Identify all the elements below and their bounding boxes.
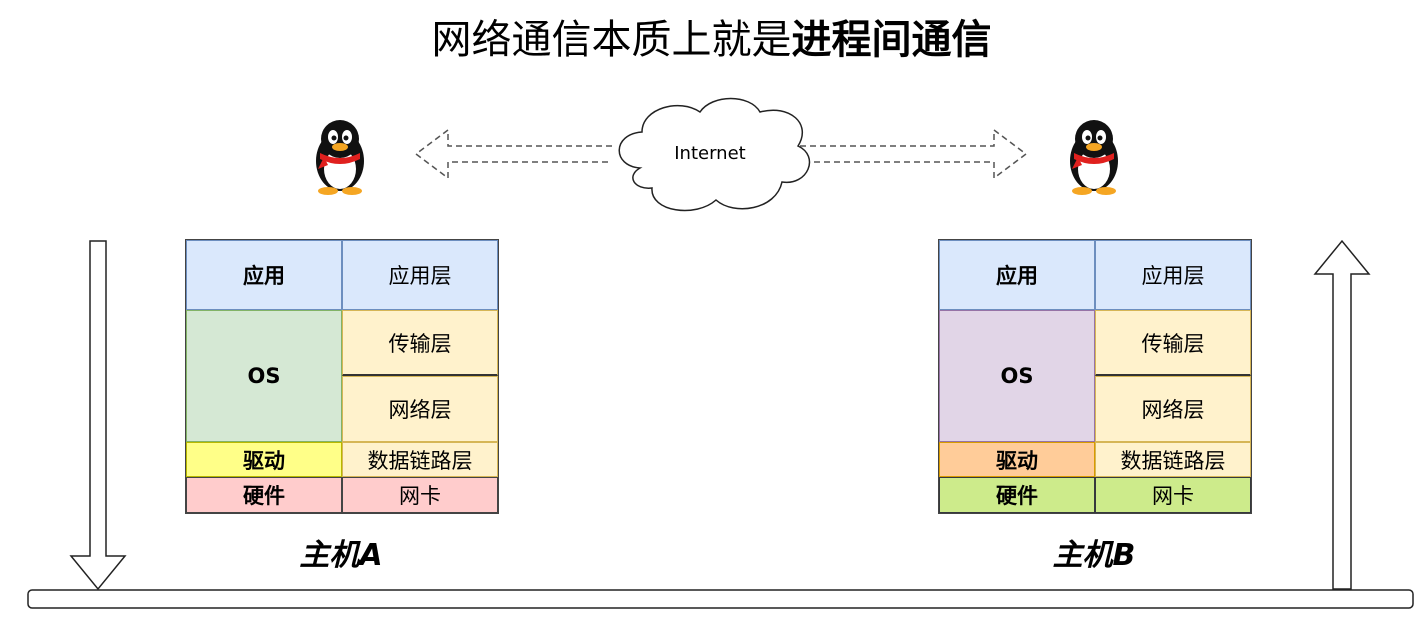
host-a-nic: 网卡: [342, 477, 498, 513]
host-b-driver: 驱动: [939, 442, 1095, 477]
host-a-datalink-layer: 数据链路层: [342, 442, 498, 477]
up-arrow: [1313, 239, 1371, 590]
host-a-stack: 应用 应用层 OS 传输层 网络层 驱动 数据链路层 硬件 网卡: [185, 239, 499, 514]
host-a-driver: 驱动: [186, 442, 342, 477]
dashed-arrow-right: [800, 128, 1028, 180]
network-bus: [27, 589, 1414, 609]
host-a-app-layer: 应用层: [342, 240, 498, 310]
dashed-arrow-left: [414, 128, 612, 180]
host-a-label: 主机A: [299, 538, 383, 573]
host-a-app: 应用: [186, 240, 342, 310]
penguin-icon-a: [316, 120, 364, 195]
host-b-hardware: 硬件: [939, 477, 1095, 513]
host-a-os: OS: [186, 310, 342, 442]
host-b-stack: 应用 应用层 OS 传输层 网络层 驱动 数据链路层 硬件 网卡: [938, 239, 1252, 514]
host-a-hardware: 硬件: [186, 477, 342, 513]
penguin-icon-b: [1070, 120, 1118, 195]
down-arrow: [69, 240, 127, 591]
host-b-app: 应用: [939, 240, 1095, 310]
host-a-network-layer: 网络层: [342, 376, 498, 442]
title-normal: 网络通信本质上就是: [431, 17, 792, 63]
host-b-nic: 网卡: [1095, 477, 1251, 513]
page-title: 网络通信本质上就是进程间通信: [0, 14, 1423, 66]
title-bold: 进程间通信: [791, 17, 992, 63]
internet-cloud: [618, 97, 811, 212]
host-b-transport-layer: 传输层: [1095, 310, 1251, 376]
host-b-network-layer: 网络层: [1095, 376, 1251, 442]
host-b-os: OS: [939, 310, 1095, 442]
host-b-datalink-layer: 数据链路层: [1095, 442, 1251, 477]
host-b-app-layer: 应用层: [1095, 240, 1251, 310]
host-a-transport-layer: 传输层: [342, 310, 498, 376]
internet-label: Internet: [674, 143, 746, 164]
host-b-label: 主机B: [1052, 538, 1136, 573]
